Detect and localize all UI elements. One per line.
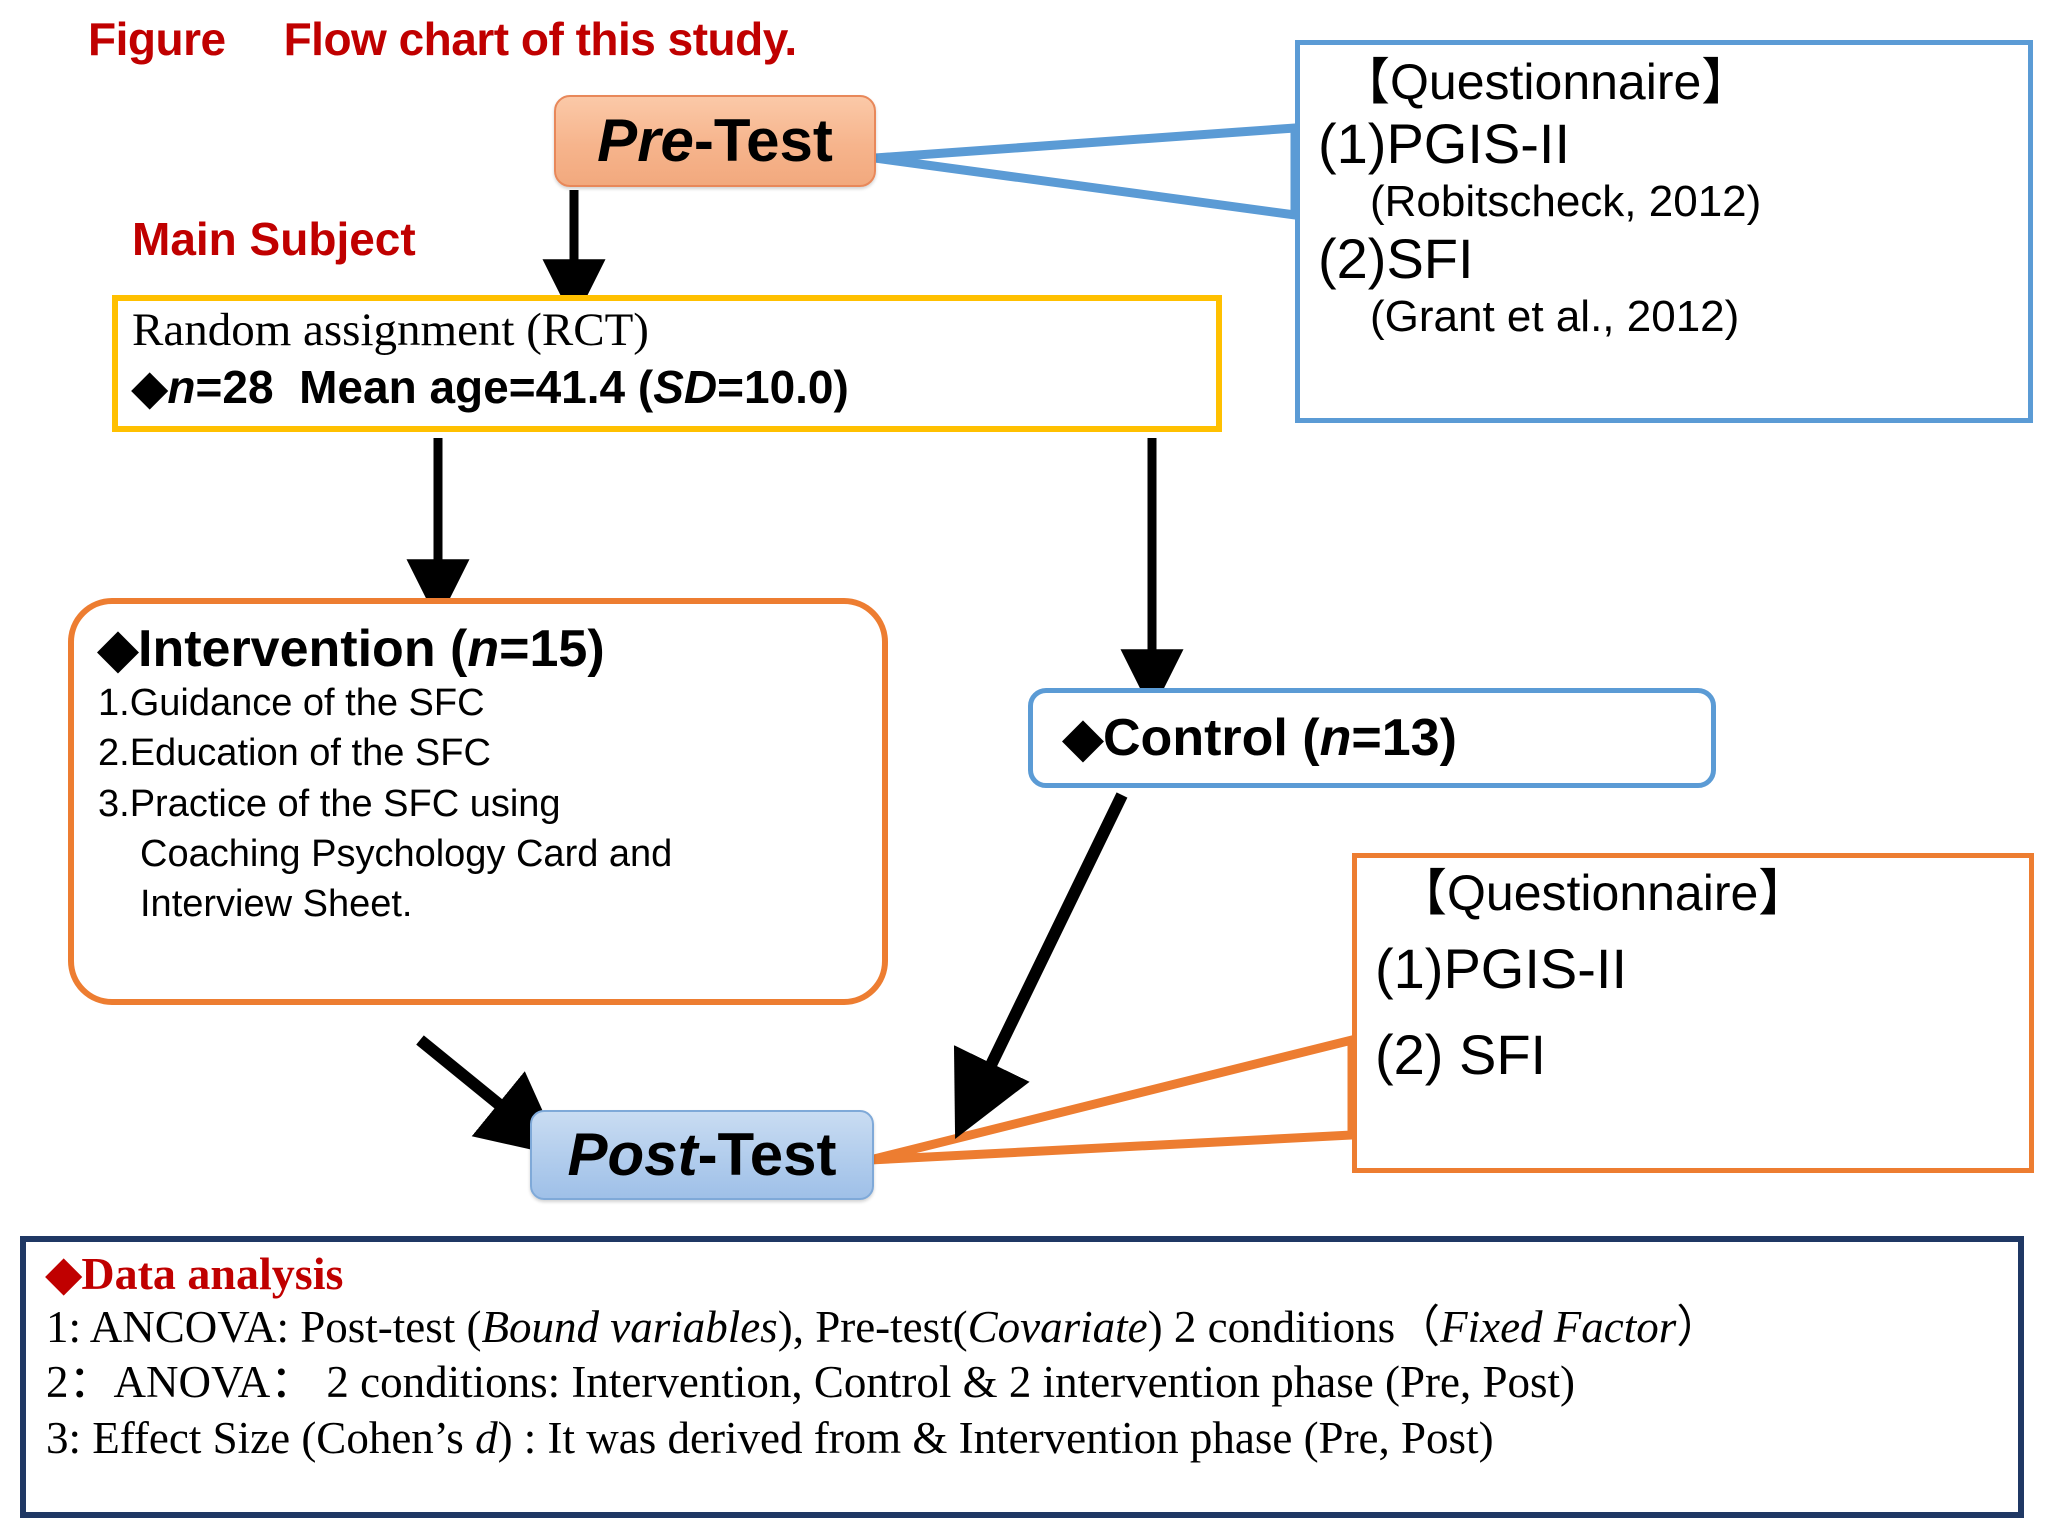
da3-c: ) : It was derived from & Intervention p… [497,1413,1494,1464]
da1-fixed-factor: Fixed Factor [1440,1301,1677,1352]
arrow-intervention-to-posttest [416,1035,564,1157]
da1-c: ), Pre-test( [777,1301,968,1352]
random-assignment-title: Random assignment (RCT) [132,304,649,356]
list-item: 3.Practice of the SFC using [98,782,561,825]
data-analysis-panel[interactable]: ◆Data analysis 1: ANCOVA: Post-test (Bou… [20,1236,2024,1518]
questionnaire-bottom-heading: 【Questionnaire】 [1397,865,1809,921]
questionnaire-bottom-item-2: (2) SFI [1375,1022,1547,1086]
diamond-bullet-icon: ◆ [98,620,138,678]
pre-test-italic: Pre [597,107,694,174]
node-intervention[interactable]: ◆Intervention (n=15) 1.Guidance of the S… [68,598,888,1005]
da1-covariate: Covariate [967,1301,1148,1352]
arrow-control-to-posttest [953,792,1128,1140]
n-value: =28 [195,360,274,413]
n-symbol: n [467,620,500,678]
node-random-assignment[interactable]: Random assignment (RCT) ◆n=28 Mean age=4… [112,295,1222,432]
pre-test-label: Pre-Test [597,111,833,171]
questionnaire-top-item-2: (2)SFI [1318,226,1474,290]
n-symbol: n [1319,709,1352,767]
post-test-italic: Post [567,1121,698,1188]
list-item: 1.Guidance of the SFC [98,682,485,725]
da3-cohens-d: d [475,1413,498,1464]
questionnaire-bottom-item-1: (1)PGIS-II [1375,937,1628,1000]
diamond-bullet-icon: ◆ [46,1248,82,1299]
questionnaire-top-item-2-source: (Grant et al., 2012) [1370,291,1740,341]
list-item: 2.Education of the SFC [98,732,491,775]
da1-e: ) 2 conditions（ [1147,1301,1441,1352]
sd-value: =10.0) [717,360,849,413]
data-analysis-line-3: 3: Effect Size (Cohen’s d) : It was deri… [46,1411,2018,1467]
main-subject-label: Main Subject [132,213,416,265]
da1-a: 1: ANCOVA: Post-test ( [46,1301,482,1352]
node-post-test[interactable]: Post-Test [530,1110,874,1200]
n-value: =15) [499,620,605,678]
figure-title: Flow chart of this study. [283,13,798,65]
da3-a: 3: Effect Size (Cohen’s [46,1413,476,1464]
callout-blue-questionnaire-top [874,123,1300,221]
data-analysis-title-text: Data analysis [81,1248,344,1299]
data-analysis-line-2: 2：ANOVA： 2 conditions: Intervention, Con… [46,1357,1576,1408]
data-analysis-line-1: 1: ANCOVA: Post-test (Bound variables), … [46,1300,2018,1356]
diamond-bullet-icon: ◆ [1063,709,1103,767]
data-analysis-title: ◆Data analysis [46,1248,2018,1300]
figure-label: Figure [88,13,226,65]
node-control[interactable]: ◆Control (n=13) [1028,688,1716,788]
questionnaire-top-item-1-source: (Robitscheck, 2012) [1370,176,1762,226]
diamond-bullet-icon: ◆ [132,360,168,413]
intervention-title: ◆Intervention (n=15) [98,620,860,678]
callout-questionnaire-bottom[interactable]: 【Questionnaire】 (1)PGIS-II (2) SFI [1352,853,2034,1173]
callout-questionnaire-top[interactable]: 【Questionnaire】 (1)PGIS-II (Robitscheck,… [1295,40,2033,423]
questionnaire-top-item-1: (1)PGIS-II [1318,112,1571,175]
n-symbol: n [167,360,196,413]
mean-age-label: Mean age=41.4 ( [299,360,654,413]
pre-test-rest: -Test [693,107,833,174]
control-title: ◆Control (n=13) [1063,708,1457,768]
callout-orange-questionnaire-bottom [868,1034,1357,1165]
da1-bound-variables: Bound variables [481,1301,778,1352]
list-item-continuation: Coaching Psychology Card and [140,832,673,875]
questionnaire-top-heading: 【Questionnaire】 [1340,54,1752,110]
n-value: =13) [1351,709,1457,767]
node-pre-test[interactable]: Pre-Test [554,95,876,187]
list-item-continuation: Interview Sheet. [140,882,413,925]
control-title-text: Control ( [1103,709,1320,767]
figure-caption: Figure Flow chart of this study. [88,12,797,66]
intervention-title-text: Intervention ( [138,620,468,678]
post-test-label: Post-Test [568,1125,837,1185]
sd-symbol: SD [653,360,718,413]
random-assignment-stats: ◆n=28 Mean age=41.4 (SD=10.0) [132,359,1216,417]
da1-g: ） [1676,1301,1722,1352]
post-test-rest: -Test [697,1121,837,1188]
